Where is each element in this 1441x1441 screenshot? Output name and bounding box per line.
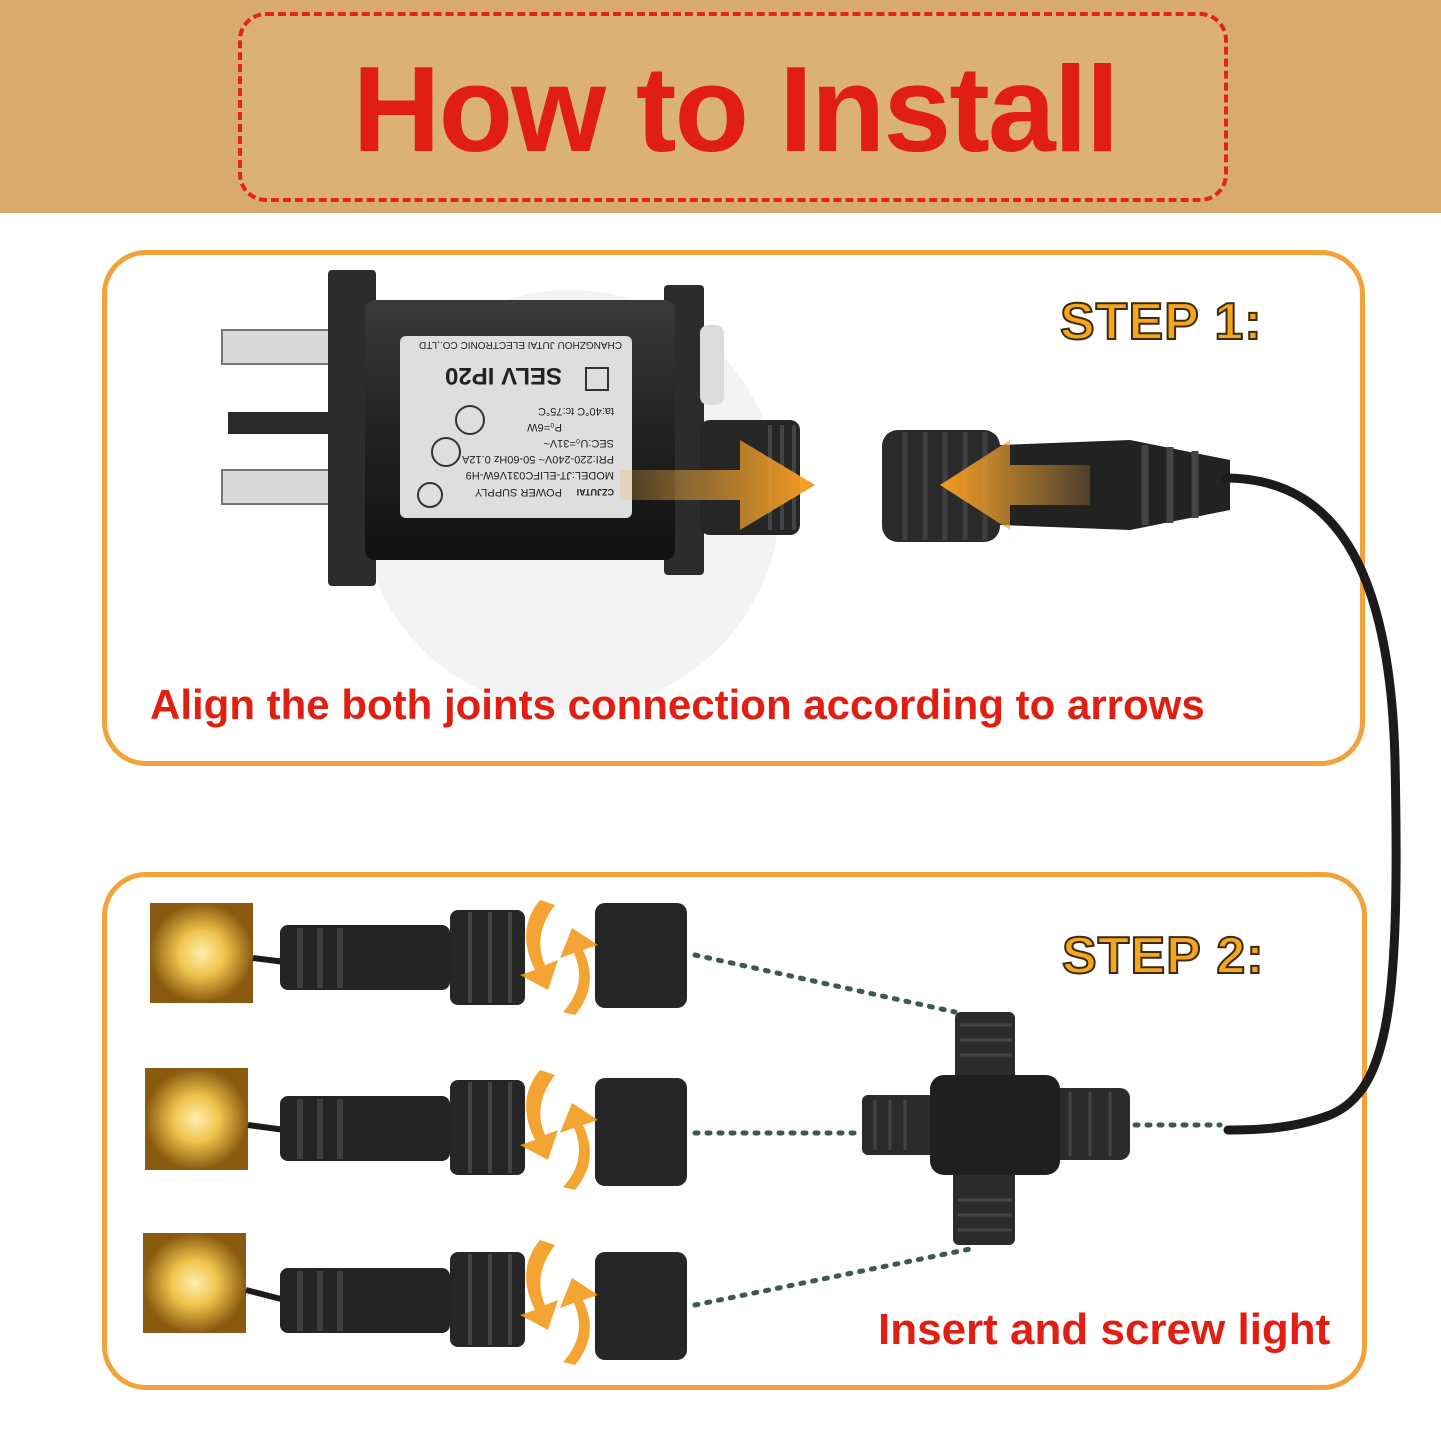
rotate-arrow-icon	[520, 1240, 558, 1330]
adapter-label: CZJUTAI POWER SUPPLY MODEL:JT-ELIFC031V6…	[419, 339, 622, 498]
adapter-temp: ta:40°C tc:75°C	[538, 405, 614, 417]
adapter-product: POWER SUPPLY	[474, 486, 562, 498]
fairy-lights-icon	[150, 903, 253, 1003]
adapter-input: PRI:220-240V~ 50-60Hz 0.12A	[461, 453, 614, 465]
adapter-safety: SELV IP20	[445, 362, 562, 389]
adapter-rated: P₀=6W	[527, 421, 562, 433]
arrow-right-icon	[620, 440, 815, 530]
power-cable	[1220, 473, 1401, 1135]
adapter-model: MODEL:JT-ELIFC031V6W-H9	[466, 469, 614, 481]
rotate-arrow-icon	[520, 900, 558, 990]
fairy-lights-icon	[143, 1233, 246, 1333]
light-string-row-2	[145, 1068, 687, 1190]
step2-instruction: Insert and screw light	[878, 1305, 1331, 1354]
arrow-left-icon	[940, 440, 1090, 530]
rotate-arrow-icon	[560, 1278, 598, 1365]
step2-label: STEP 2:	[1061, 927, 1265, 985]
step1-instruction: Align the both joints connection accordi…	[150, 681, 1205, 728]
plug-pins-icon	[221, 329, 338, 505]
page-title: How to Install	[352, 41, 1120, 177]
step1-panel	[102, 250, 1365, 766]
rotate-arrow-icon	[560, 928, 598, 1015]
step1-label: STEP 1:	[1059, 293, 1263, 351]
certification-marks-icon	[417, 367, 609, 508]
adapter-brand: CZJUTAI	[577, 487, 614, 497]
cable-connector-icon	[882, 430, 1230, 542]
step2-panel	[102, 872, 1367, 1390]
light-string-row-3	[143, 1233, 687, 1365]
cross-splitter-icon	[862, 1012, 1130, 1245]
fairy-lights-icon	[145, 1068, 248, 1170]
header-banner-frame	[238, 12, 1228, 202]
rotate-arrow-icon	[520, 1070, 558, 1160]
adapter-output: SEC:U₀=31V~	[543, 437, 614, 449]
rotate-arrow-icon	[560, 1103, 598, 1190]
guide-dots	[692, 952, 1223, 1308]
light-string-row-1	[150, 900, 687, 1015]
adapter-maker: CHANGZHOU JUTAI ELECTRONIC CO.,LTD	[419, 339, 622, 350]
